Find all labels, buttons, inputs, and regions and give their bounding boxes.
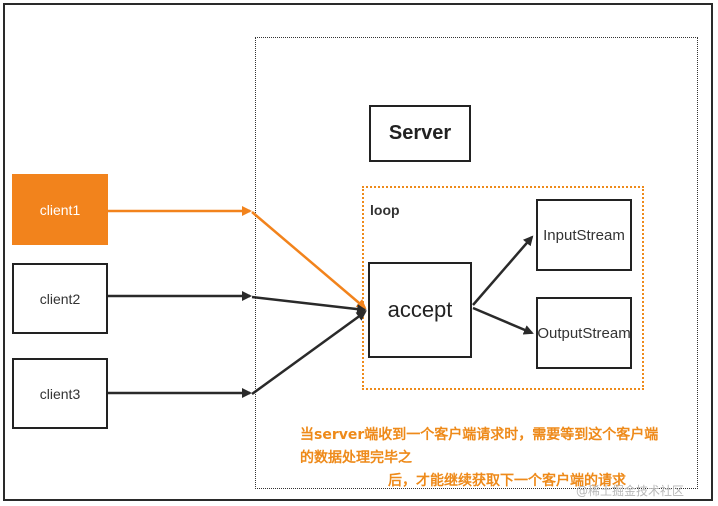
loop-label: loop (370, 202, 400, 218)
client3-box: client3 (12, 358, 108, 429)
server-box: Server (369, 105, 471, 162)
watermark: @稀土掘金技术社区 (576, 484, 685, 498)
note-line-2: 后，才能继续获取下一个客户端的请求 (388, 473, 626, 489)
client2-label: client2 (39, 290, 81, 307)
server-boundary (255, 37, 698, 489)
client2-box: client2 (12, 263, 108, 334)
client3-label: client3 (39, 385, 81, 402)
server-label: Server (388, 122, 452, 144)
output-stream-box: OutputStream (536, 297, 632, 369)
client1-to-accept-arrow (251, 211, 367, 310)
accept-label: accept (387, 297, 453, 322)
input-stream-box: InputStream (536, 199, 632, 271)
note-line-1: 当server端收到一个客户端请求时，需要等到这个客户端的数据处理完毕之 (300, 427, 659, 466)
client2-to-accept-arrow (251, 295, 367, 315)
accept-box: accept (368, 262, 472, 358)
client1-label: client1 (39, 201, 81, 218)
accept-to-outputstream-arrow (472, 306, 534, 335)
client1-box: client1 (12, 174, 108, 245)
accept-to-inputstream-arrow (472, 235, 534, 306)
explanation-note: 当server端收到一个客户端请求时，需要等到这个客户端的数据处理完毕之 后，才… (300, 424, 670, 493)
loop-boundary (362, 186, 644, 390)
client3-to-accept-arrow (251, 310, 367, 396)
output-stream-label: OutputStream (537, 324, 631, 342)
input-stream-label: InputStream (543, 226, 625, 244)
